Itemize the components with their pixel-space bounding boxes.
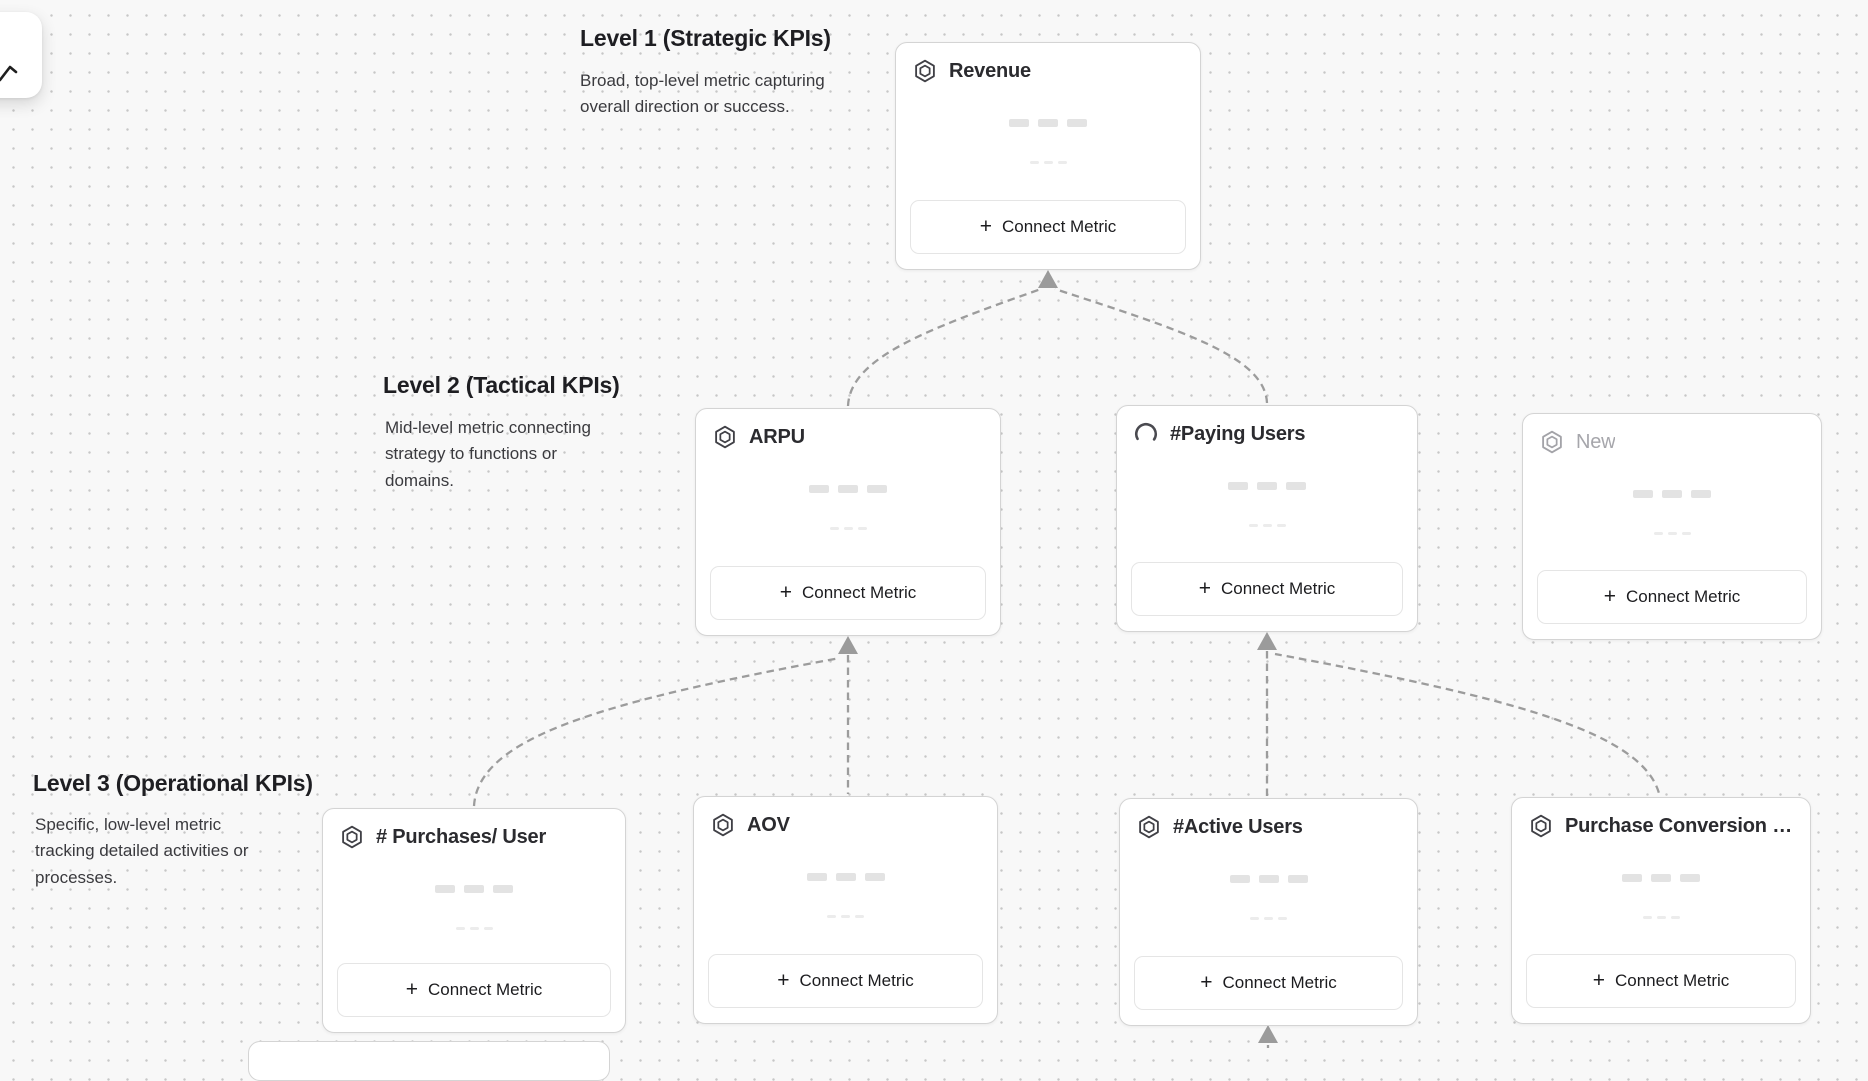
card-title: Revenue [949, 59, 1031, 82]
connect-metric-label: Connect Metric [1222, 973, 1337, 992]
metric-placeholder [1523, 532, 1821, 535]
connect-metric-button[interactable]: + Connect Metric [710, 566, 986, 620]
arrowhead-icon [838, 636, 858, 654]
plus-icon: + [405, 977, 418, 1001]
card-title: Purchase Conversion Rate [1565, 814, 1798, 837]
metric-hexagon-icon [1139, 815, 1159, 839]
kpi-card-purchase-conversion-rate[interactable]: Purchase Conversion Rate + Connect Metri… [1511, 797, 1811, 1024]
toolbar-button[interactable] [0, 12, 42, 98]
kpi-card-active-users[interactable]: #Active Users + Connect Metric [1119, 798, 1418, 1026]
metric-placeholder [694, 873, 997, 881]
card-header: # Purchases/ User [339, 824, 613, 850]
card-header: Revenue [912, 58, 1188, 84]
plus-icon: + [1200, 970, 1213, 994]
metric-hexagon-icon [342, 825, 362, 849]
plus-icon: + [777, 968, 790, 992]
arrowhead-icon [1258, 1025, 1278, 1043]
connect-metric-button[interactable]: + Connect Metric [1134, 956, 1403, 1010]
kpi-card-purchases-user[interactable]: # Purchases/ User + Connect Metric [322, 808, 626, 1033]
kpi-card-arpu[interactable]: ARPU + Connect Metric [695, 408, 1001, 636]
metric-placeholder [896, 119, 1200, 127]
metric-hexagon-icon [915, 59, 935, 83]
card-title: ARPU [749, 425, 805, 448]
plus-icon: + [1198, 576, 1211, 600]
kpi-card-revenue[interactable]: Revenue + Connect Metric [895, 42, 1201, 270]
plus-icon: + [1592, 968, 1605, 992]
edge-paying-revenue [1054, 287, 1269, 404]
connect-metric-button[interactable]: + Connect Metric [1537, 570, 1807, 624]
card-header: Purchase Conversion Rate [1528, 813, 1798, 839]
card-title: #Paying Users [1170, 422, 1306, 445]
level-1-heading: Level 1 (Strategic KPIs) [580, 25, 831, 51]
metric-placeholder [1523, 490, 1821, 498]
card-title: New [1576, 430, 1616, 453]
card-header: ARPU [712, 424, 988, 450]
kpi-card-partial[interactable] [248, 1041, 610, 1081]
arrowhead-icon [1257, 632, 1277, 650]
plus-icon: + [979, 214, 992, 238]
metric-hexagon-icon [715, 425, 735, 449]
connect-metric-button[interactable]: + Connect Metric [1131, 562, 1403, 616]
arrowhead-icon [1038, 270, 1058, 288]
connect-metric-button[interactable]: + Connect Metric [910, 200, 1186, 254]
metric-placeholder [696, 527, 1000, 530]
connect-metric-label: Connect Metric [1625, 587, 1741, 606]
metric-placeholder [694, 915, 997, 918]
metric-placeholder [1117, 482, 1417, 490]
metric-placeholder [696, 485, 1000, 493]
metric-placeholder [323, 885, 625, 893]
kpi-card-new[interactable]: New + Connect Metric [1522, 413, 1822, 640]
kpi-card-paying-users[interactable]: #Paying Users + Connect Metric [1116, 405, 1418, 632]
metric-hexagon-icon [1531, 814, 1551, 838]
card-title: #Active Users [1173, 815, 1303, 838]
connect-metric-label: Connect Metric [1220, 579, 1336, 598]
card-title: AOV [747, 813, 790, 836]
level-1-description: Broad, top-level metric capturing overal… [580, 71, 825, 117]
connect-metric-label: Connect Metric [427, 980, 543, 999]
connect-metric-button[interactable]: + Connect Metric [708, 954, 983, 1008]
metric-hexagon-icon [713, 813, 733, 837]
connect-metric-label: Connect Metric [801, 583, 917, 602]
cursor-icon [0, 65, 18, 82]
metric-placeholder [323, 927, 625, 930]
connect-metric-label: Connect Metric [1614, 971, 1730, 990]
card-header: #Active Users [1136, 814, 1405, 840]
metric-placeholder [1512, 916, 1810, 919]
level-2-heading: Level 2 (Tactical KPIs) [383, 372, 620, 398]
level-3-description: Specific, low-level metric tracking deta… [35, 815, 249, 887]
card-header: #Paying Users [1133, 421, 1405, 447]
edge-purchases-arpu [472, 656, 841, 807]
connect-metric-label: Connect Metric [1001, 217, 1117, 236]
edge-pcr-paying [1274, 652, 1663, 806]
card-header: AOV [710, 812, 985, 838]
level-2-description: Mid-level metric connecting strategy to … [385, 418, 591, 490]
connect-metric-button[interactable]: + Connect Metric [337, 963, 611, 1017]
metric-placeholder [1120, 875, 1417, 883]
metric-placeholder [1512, 874, 1810, 882]
card-header: New [1539, 429, 1809, 455]
metric-hexagon-icon [1542, 430, 1562, 454]
metric-placeholder [1117, 524, 1417, 527]
connect-metric-button[interactable]: + Connect Metric [1526, 954, 1796, 1008]
kpi-card-aov[interactable]: AOV + Connect Metric [693, 796, 998, 1024]
plus-icon: + [779, 580, 792, 604]
edge-arpu-revenue [846, 287, 1042, 407]
plus-icon: + [1603, 584, 1616, 608]
level-3-heading: Level 3 (Operational KPIs) [33, 770, 313, 796]
connect-metric-label: Connect Metric [799, 971, 914, 990]
metric-placeholder [896, 161, 1200, 164]
loading-spinner-icon [1134, 422, 1158, 446]
card-title: # Purchases/ User [376, 825, 547, 848]
metric-placeholder [1120, 917, 1417, 920]
